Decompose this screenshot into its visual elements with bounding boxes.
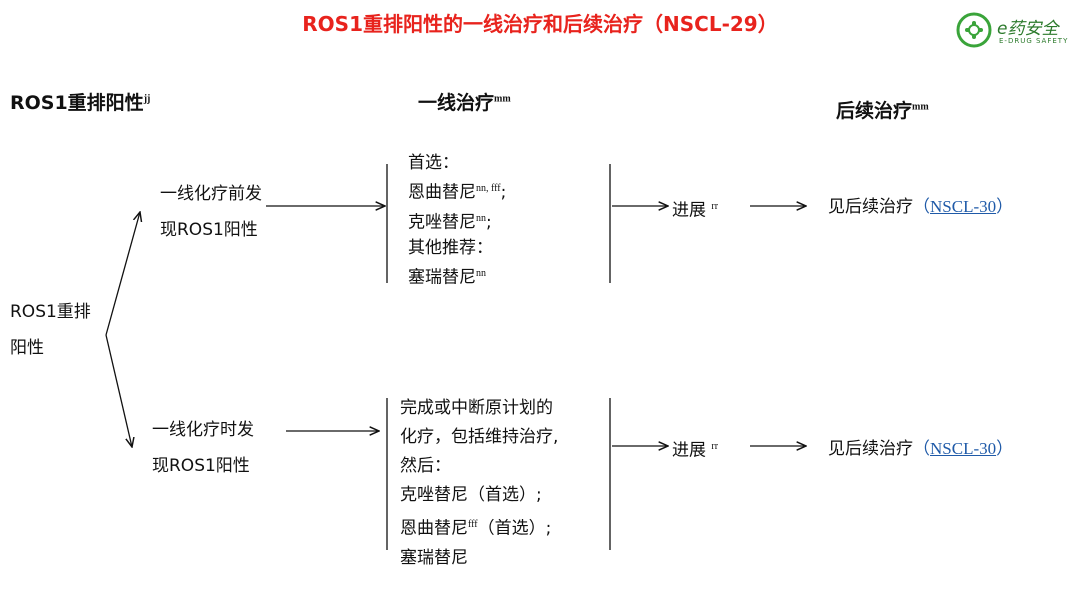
bottom-treatment-line-6: 塞瑞替尼 xyxy=(400,547,468,568)
header-subsequent: 后续治疗mm xyxy=(836,100,929,122)
top-treatment-line-1: 首选： xyxy=(408,153,459,173)
header-ros1: ROS1重排阳性jj xyxy=(10,92,151,114)
bottom-treatment-block: 完成或中断原计划的 化疗，包括维持治疗, 然后： 克唑替尼（首选）; 恩曲替尼f… xyxy=(400,394,558,573)
bottom-progress-label: 进展 rr xyxy=(672,440,719,461)
arrow-root-to-bottom xyxy=(105,334,132,447)
top-branch-label-line-2: 现ROS1阳性 xyxy=(160,220,258,240)
bottom-treatment-line-1: 完成或中断原计划的 xyxy=(400,398,553,418)
e-drug-safety-logo: e药安全 E-DRUG SAFETY xyxy=(955,10,1075,50)
bottom-treatment-line-4: 克唑替尼（首选）; xyxy=(400,485,542,505)
top-branch-label: 一线化疗前发 现ROS1阳性 xyxy=(160,176,262,248)
bottom-nscl-30-link[interactable]: NSCL-30 xyxy=(930,439,997,458)
top-branch-label-line-1: 一线化疗前发 xyxy=(160,184,262,204)
arrow-root-to-top xyxy=(105,212,140,336)
top-treatment-block: 首选： 恩曲替尼nn, fff; 克唑替尼nn; 其他推荐： 塞瑞替尼nn xyxy=(408,150,506,291)
root-line-1: ROS1重排 xyxy=(10,302,91,322)
page-title: ROS1重排阳性的一线治疗和后续治疗（NSCL-29） xyxy=(302,12,778,36)
root-node: ROS1重排 阳性 xyxy=(10,294,91,366)
top-result: 见后续治疗（NSCL-30） xyxy=(828,197,1014,217)
logo-text: e药安全 xyxy=(997,19,1059,39)
bottom-branch-label-line-2: 现ROS1阳性 xyxy=(152,456,250,476)
top-treatment-line-5: 塞瑞替尼nn xyxy=(408,267,486,288)
bottom-result-text: 见后续治疗 xyxy=(828,439,913,459)
top-result-text: 见后续治疗 xyxy=(828,197,913,217)
bottom-branch-label: 一线化疗时发 现ROS1阳性 xyxy=(152,412,254,484)
header-first-line: 一线治疗mm xyxy=(418,92,511,114)
top-treatment-line-2: 恩曲替尼nn, fff; xyxy=(408,182,507,203)
bottom-treatment-line-5: 恩曲替尼fff（首选）; xyxy=(400,518,552,539)
bottom-treatment-line-3: 然后： xyxy=(400,456,451,476)
root-line-2: 阳性 xyxy=(10,338,44,358)
top-treatment-line-3: 克唑替尼nn; xyxy=(408,212,492,233)
bottom-branch-label-line-1: 一线化疗时发 xyxy=(152,420,254,440)
bottom-result: 见后续治疗（NSCL-30） xyxy=(828,439,1014,459)
top-progress-label: 进展 rr xyxy=(672,200,719,221)
top-nscl-30-link[interactable]: NSCL-30 xyxy=(930,197,997,216)
bottom-treatment-line-2: 化疗，包括维持治疗, xyxy=(400,427,559,447)
top-treatment-line-4: 其他推荐： xyxy=(408,238,493,259)
logo-subtext: E-DRUG SAFETY xyxy=(999,37,1069,45)
